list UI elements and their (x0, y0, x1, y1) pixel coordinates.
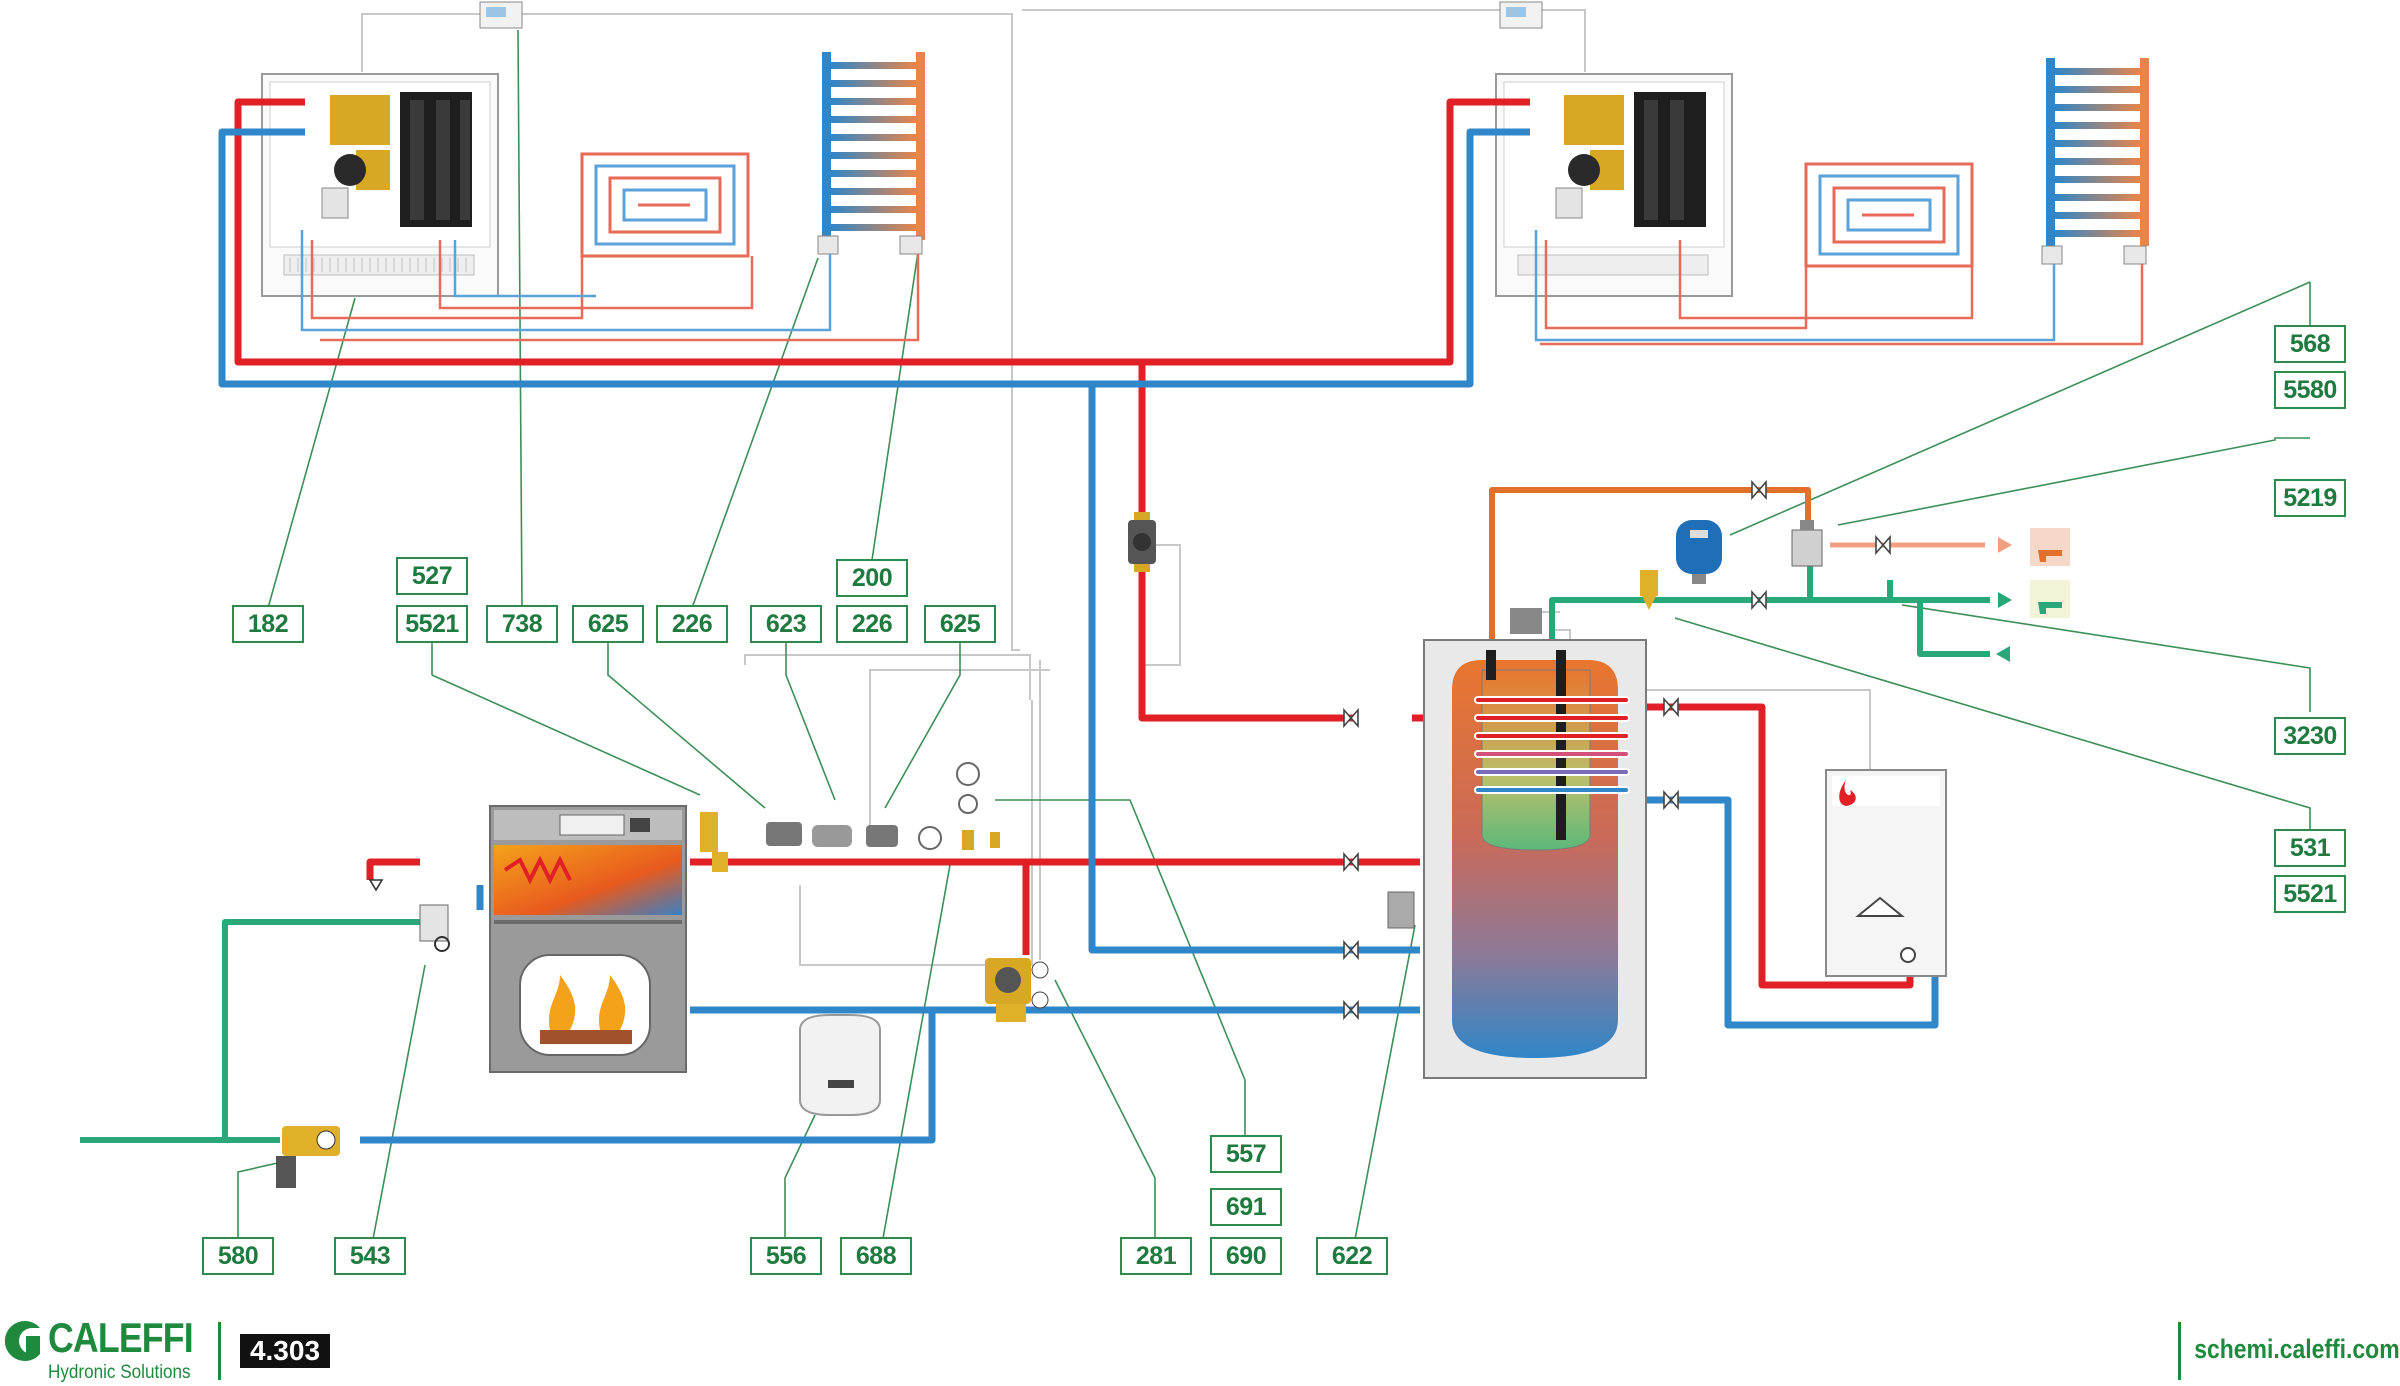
ref-label-625: 625 (572, 605, 644, 643)
towel-radiator-left (817, 52, 925, 255)
floor-heating-coil-right (1804, 162, 1974, 268)
wood-boiler (489, 805, 687, 1073)
ref-label-625: 625 (924, 605, 996, 643)
ref-label-568: 568 (2274, 325, 2346, 363)
ref-label-557: 557 (1210, 1135, 1282, 1173)
towel-radiator-right (2041, 58, 2149, 265)
manifold-cabinet-right (1495, 73, 1733, 297)
ref-label-527: 527 (396, 557, 468, 595)
dhw-hot-pipe (1489, 487, 1811, 650)
ref-label-281: 281 (1120, 1237, 1192, 1275)
room-thermostat-left (479, 1, 523, 29)
thermal-discharge-valve (368, 879, 450, 952)
leader-lines (237, 29, 2311, 1256)
ref-label-226: 226 (836, 605, 908, 643)
ref-label-556: 556 (750, 1237, 822, 1275)
anticondensation-pump-group (985, 958, 1049, 1022)
ref-label-690: 690 (1210, 1237, 1282, 1275)
cold-inlet-arrow (1996, 646, 2010, 662)
cold-tap-icon (1998, 580, 2070, 618)
caleffi-logo-icon (4, 1321, 40, 1361)
ref-label-738: 738 (486, 605, 558, 643)
control-wiring (361, 9, 1871, 966)
thermostatic-mixer (1791, 520, 1823, 567)
ref-label-623: 623 (750, 605, 822, 643)
ref-label-5580: 5580 (2274, 371, 2346, 409)
ref-label-200: 200 (836, 559, 908, 597)
manifold-cabinet-left (261, 73, 499, 297)
ref-label-691: 691 (1210, 1188, 1282, 1226)
expansion-vessel-heating (799, 1014, 881, 1116)
filling-group (276, 1126, 340, 1188)
ref-label-688: 688 (840, 1237, 912, 1275)
safety-relief-valve-dhw (1640, 570, 1658, 610)
ref-label-226: 226 (656, 605, 728, 643)
branch-pipes (300, 230, 2144, 346)
gas-boiler (1825, 769, 1947, 977)
storage-tank (1387, 608, 1647, 1079)
ref-label-5521: 5521 (2274, 875, 2346, 913)
ref-label-3230: 3230 (2274, 717, 2346, 755)
scheme-code: 4.303 (240, 1334, 330, 1368)
ref-label-543: 543 (334, 1237, 406, 1275)
room-thermostat-right (1499, 1, 1543, 29)
dhw-expansion-vessel (1676, 520, 1722, 584)
heating-return-pipes (218, 128, 1939, 1144)
footer-divider-left (218, 1322, 221, 1380)
ref-label-531: 531 (2274, 829, 2346, 867)
hot-tap-icon (1998, 528, 2070, 566)
footer-divider-right (2178, 1322, 2181, 1380)
floor-heating-coil-left (580, 152, 750, 258)
ref-label-182: 182 (232, 605, 304, 643)
brand-tagline: Hydronic Solutions (48, 1362, 191, 1383)
riser-circulator (1128, 512, 1156, 572)
dhw-cold-pipes (80, 560, 1990, 1143)
ball-valves (1343, 479, 1891, 1021)
ref-label-5219: 5219 (2274, 479, 2346, 517)
brand-name: CALEFFI (48, 1314, 194, 1361)
ref-label-580: 580 (202, 1237, 274, 1275)
ref-label-5521: 5521 (396, 605, 468, 643)
boiler-safety-group (700, 762, 1000, 872)
website-link[interactable]: schemi.caleffi.com (2194, 1334, 2400, 1364)
ref-label-622: 622 (1316, 1237, 1388, 1275)
